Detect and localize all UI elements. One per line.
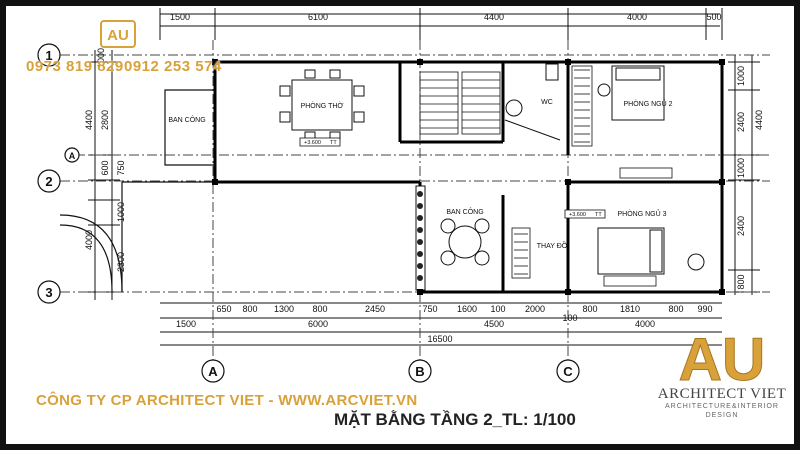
level-tag-1: +3.600 [304,140,321,146]
bottom-dim-8: 2000 [525,304,545,314]
left-dim-0: 1000 [96,48,106,68]
total-dim: 16500 [427,334,452,344]
left-dim-3: 600 [100,160,110,175]
left-dim-4: 750 [116,160,126,175]
bottom-dim-11: 800 [668,304,683,314]
bottom2-dim-3: 100 [562,313,577,323]
bottom2-dim-2: 4500 [484,319,504,329]
left-dim-6: 4000 [84,230,94,250]
room-ban-cong-left: BAN CÔNG [168,115,205,124]
left-dim-2: 2800 [100,110,110,130]
level-unit-1: TT [330,140,337,146]
right-dim-5: 800 [736,274,746,289]
grid-label-A-row: A [69,151,76,161]
grid-bubble-col-B [408,359,432,383]
right-dim-2: 4400 [754,110,764,130]
watermark-phone-2: 0912 253 574 [124,58,222,75]
top-dim-2: 4400 [484,12,504,22]
bottom2-dim-4: 4000 [635,319,655,329]
watermark-logo-text: AU [107,27,129,44]
bed-bedroom-3 [597,83,705,275]
grid-label-col-A: A [208,364,218,379]
bottom-dim-2: 1300 [274,304,294,314]
bottom-dim-3: 800 [312,304,327,314]
level-tag-2: +3.600 [569,212,586,218]
right-dim-0: 1000 [736,66,746,86]
grid-bubble-1 [37,43,61,67]
bottom-dim-0: 650 [216,304,231,314]
right-dim-3: 1000 [736,158,746,178]
bottom-dim-6: 1600 [457,304,477,314]
bottom2-dim-1: 6000 [308,319,328,329]
room-phong-ngu-2: PHÒNG NGỦ 2 [623,99,672,108]
right-dim-1: 2400 [736,112,746,132]
room-phong-tho: PHÒNG THỜ [301,101,344,110]
staircase [419,71,501,135]
bottom-dim-4: 2450 [365,304,385,314]
outer-wall-right [215,60,724,294]
company-footer: CÔNG TY CP ARCHITECT VIET - WWW.ARCVIET.… [36,392,418,409]
bottom-dim-10: 1810 [620,304,640,314]
grid-bubble-A-row [64,147,80,163]
top-dim-4: 500 [706,12,721,22]
grid-label-2: 2 [45,174,52,189]
grid-label-col-C: C [563,364,573,379]
bottom-dim-9: 800 [582,304,597,314]
grid-bubble-2 [37,169,61,193]
grid-label-col-B: B [415,364,424,379]
bottom-dim-12: 990 [697,304,712,314]
room-wc: WC [541,99,553,106]
level-unit-2: TT [595,212,602,218]
balcony-table [440,218,490,266]
grid-bubble-3 [37,280,61,304]
balcony-left-outline [164,89,215,166]
room-thay-do: THAY ĐỒ [537,240,568,250]
brand-tagline: ARCHITECTURE&INTERIOR [665,403,779,410]
left-dim-7: 2300 [116,252,126,272]
drawing-title: MẶT BẰNG TẦNG 2_TL: 1/100 [334,410,576,429]
brand-name: ARCHITECT VIET [657,386,787,402]
grid-bubble-col-A [201,359,225,383]
bottom2-dim-0: 1500 [176,319,196,329]
curved-wall [59,214,123,293]
bed-bedroom-2 [611,65,665,121]
watermark-logo: AU [100,20,136,48]
brand-logo: AU [678,326,766,388]
brand-logo-text: AU [679,326,766,388]
bottom-dim-5: 750 [422,304,437,314]
left-dim-1: 4400 [84,110,94,130]
grid-bubble-col-C [556,359,580,383]
grid-label-3: 3 [45,285,52,300]
top-dim-3: 4000 [627,12,647,22]
left-dim-5: 1000 [116,202,126,222]
grid-label-1: 1 [45,48,52,63]
bottom-dim-7: 100 [490,304,505,314]
watermark-phone-1: 0973 819 829 [26,58,124,75]
top-dim-1: 6100 [308,12,328,22]
room-ban-cong-center: BAN CÔNG [446,207,483,216]
top-dim-0: 1500 [170,12,190,22]
right-dim-4: 2400 [736,216,746,236]
wardrobe-2 [571,65,593,147]
room-phong-ngu-3: PHÒNG NGỦ 3 [617,209,666,218]
planter-column [415,185,426,291]
wc-fixtures [504,63,561,141]
brand-sub: DESIGN [705,412,739,419]
wardrobe-3 [511,227,531,279]
bottom-dim-1: 800 [242,304,257,314]
altar-table [279,69,365,141]
